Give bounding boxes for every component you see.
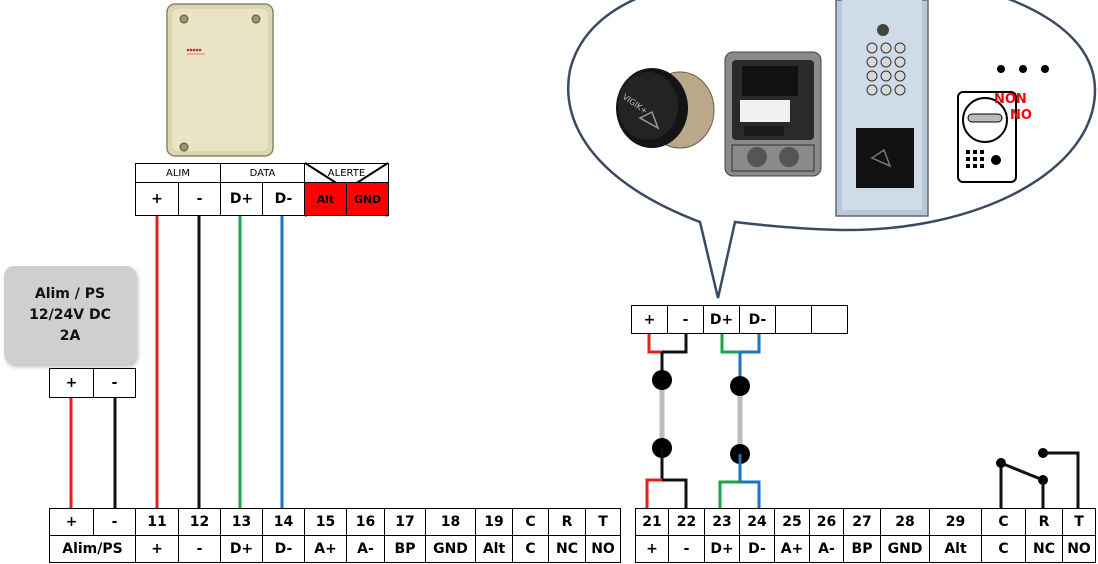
more-dot — [1041, 65, 1049, 73]
bubble-terminal-empty — [811, 305, 848, 334]
bubble-wiring-data — [718, 334, 761, 508]
bubble-wiring-power — [645, 334, 688, 508]
reader-terminal-minus: - — [178, 182, 221, 216]
right-block-bottom-cell: Alt — [929, 535, 982, 563]
more-dot — [997, 65, 1005, 73]
right-block-top-cell: T — [1062, 508, 1096, 536]
reader-terminal-alt: Alt — [304, 182, 347, 216]
right-block-top-cell: 25 — [774, 508, 810, 536]
ps-label-line3: 2A — [59, 327, 81, 344]
ps-terminal-plus: + — [49, 368, 94, 398]
reader-terminal-gnd: GND — [346, 182, 389, 216]
left-block-bottom-cell: NO — [585, 535, 621, 563]
bubble-terminal-empty — [775, 305, 812, 334]
right-block-bottom-cell: A- — [809, 535, 844, 563]
right-block-bottom-cell: + — [635, 535, 669, 563]
left-block-bottom-cell: C — [512, 535, 549, 563]
left-block-bottom-cell: - — [178, 535, 221, 563]
right-block-bottom-cell: C — [981, 535, 1026, 563]
right-block-bottom-cell: D+ — [704, 535, 740, 563]
push-button-image: VIGIK+ — [616, 68, 715, 149]
bubble-terminal-dplus: D+ — [703, 305, 740, 334]
power-supply-box: Alim / PS 12/24V DC 2A — [4, 266, 136, 364]
more-dot — [1019, 65, 1027, 73]
right-block-bottom-cell: A+ — [774, 535, 810, 563]
right-block-bottom-cell: BP — [843, 535, 881, 563]
bubble-terminal-minus: - — [667, 305, 704, 334]
right-block-top-cell: 27 — [843, 508, 881, 536]
right-block-bottom-cell: GND — [880, 535, 930, 563]
left-block-bottom-cell: D+ — [220, 535, 263, 563]
right-block-bottom-cell: NO — [1062, 535, 1096, 563]
left-block-top-cell: 19 — [475, 508, 513, 536]
left-block-top-cell: R — [548, 508, 586, 536]
left-block-top-cell: - — [93, 508, 136, 536]
keypad-panel-image — [835, 0, 929, 217]
ps-terminal-minus: - — [93, 368, 136, 398]
left-block-bottom-cell: A+ — [304, 535, 347, 563]
left-block-bottom-cell: + — [135, 535, 179, 563]
relay-contact-symbol — [996, 448, 1080, 508]
bubble-terminal-dminus: D- — [739, 305, 776, 334]
left-block-bottom-cell: Alt — [475, 535, 513, 563]
left-block-top-cell: 14 — [262, 508, 305, 536]
reader-terminal-dplus: D+ — [220, 182, 263, 216]
left-block-bottom-cell: BP — [384, 535, 426, 563]
right-block-top-cell: 28 — [880, 508, 930, 536]
right-block-top-cell: 24 — [739, 508, 775, 536]
card-reader-image — [166, 3, 274, 157]
reader-group-alim: ALIM — [135, 163, 221, 183]
left-block-top-cell: 18 — [425, 508, 476, 536]
reader-terminal-dminus: D- — [262, 182, 305, 216]
ps-label-line2: 12/24V DC — [29, 306, 111, 323]
right-block-bottom-cell: D- — [739, 535, 775, 563]
reader-group-data: DATA — [220, 163, 305, 183]
left-block-top-cell: 11 — [135, 508, 179, 536]
left-block-top-cell: 17 — [384, 508, 426, 536]
left-block-top-cell: + — [49, 508, 94, 536]
no-label: NO — [1010, 108, 1032, 123]
left-block-top-cell: 16 — [346, 508, 385, 536]
reader-terminal-plus: + — [135, 182, 179, 216]
left-block-bottom-cell: Alim/PS — [49, 535, 136, 563]
right-block-top-cell: 29 — [929, 508, 982, 536]
left-block-top-cell: T — [585, 508, 621, 536]
non-label: NON — [994, 92, 1027, 107]
left-block-bottom-cell: GND — [425, 535, 476, 563]
right-block-top-cell: C — [981, 508, 1026, 536]
right-block-bottom-cell: - — [668, 535, 705, 563]
left-block-bottom-cell: A- — [346, 535, 385, 563]
receiver-module-image — [724, 51, 822, 177]
reader-group-alerte: ALERTE — [304, 163, 389, 183]
right-block-top-cell: 21 — [635, 508, 669, 536]
left-block-bottom-cell: D- — [262, 535, 305, 563]
right-block-bottom-cell: NC — [1025, 535, 1063, 563]
right-block-top-cell: 23 — [704, 508, 740, 536]
left-block-top-cell: 15 — [304, 508, 347, 536]
left-block-top-cell: 12 — [178, 508, 221, 536]
right-block-top-cell: 22 — [668, 508, 705, 536]
left-block-bottom-cell: NC — [548, 535, 586, 563]
left-block-top-cell: C — [512, 508, 549, 536]
left-block-top-cell: 13 — [220, 508, 263, 536]
speech-bubble — [566, 0, 1097, 299]
right-block-top-cell: R — [1025, 508, 1063, 536]
right-block-top-cell: 26 — [809, 508, 844, 536]
ps-label-line1: Alim / PS — [34, 285, 106, 302]
bubble-terminal-plus: + — [631, 305, 668, 334]
intercom-icon — [957, 91, 1017, 183]
